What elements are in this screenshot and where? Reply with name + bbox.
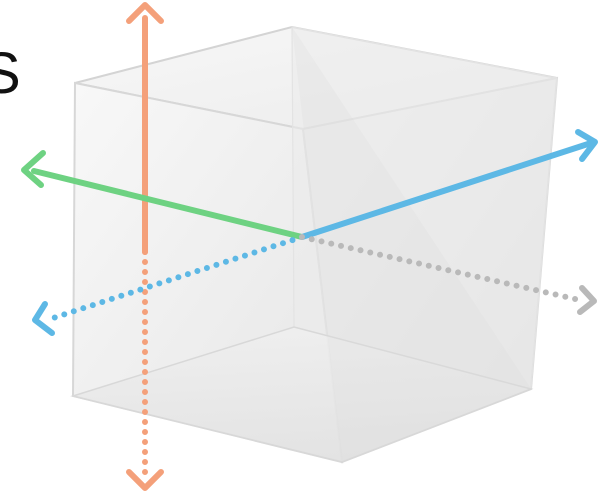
right-arrow-icon bbox=[575, 129, 598, 162]
cube-center-prism-shade bbox=[292, 27, 531, 462]
lower-left-arrow-icon bbox=[32, 301, 55, 336]
depth-axis-solid bbox=[299, 140, 594, 240]
up-arrow-icon bbox=[126, 2, 164, 24]
glass-cube bbox=[70, 25, 559, 464]
left-arrow-icon bbox=[21, 150, 46, 188]
cropped-label-letter: S bbox=[0, 41, 21, 106]
axis-lines bbox=[31, 15, 594, 478]
left-horizontal-axis bbox=[31, 168, 305, 240]
axis-arrowheads bbox=[21, 2, 598, 491]
down-arrow-icon bbox=[126, 469, 164, 491]
cube-bottom-face bbox=[70, 326, 534, 463]
lower-right-arrow-icon bbox=[577, 285, 597, 315]
right-axis-dotted bbox=[299, 234, 587, 304]
